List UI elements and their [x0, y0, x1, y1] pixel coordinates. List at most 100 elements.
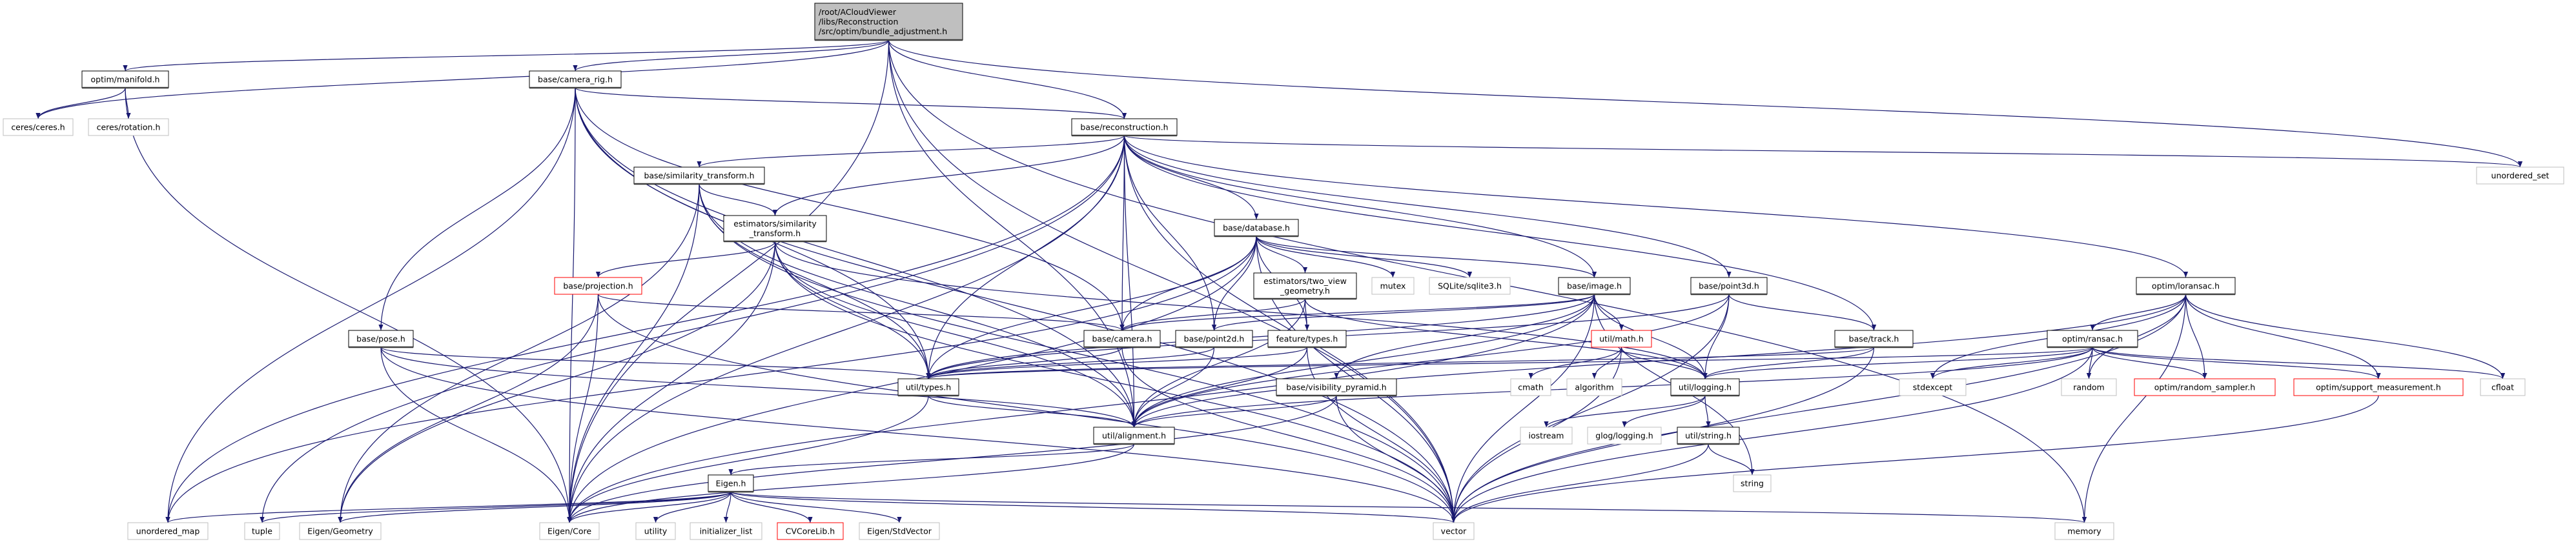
edge-logging-to-iostream: [1544, 395, 1706, 428]
node-eigen_h[interactable]: Eigen.h: [708, 474, 754, 493]
edge-sim_transform-to-eigen_geometry: [338, 183, 700, 523]
edge-root-to-vector: [888, 39, 1457, 523]
node-label: Eigen/Geometry: [307, 527, 373, 536]
node-box: [1371, 277, 1415, 295]
edge-eigen_h-to-eigen_core: [567, 491, 731, 523]
edge-ransac-to-logging: [1702, 347, 2093, 379]
edge-image-to-point2d: [1212, 294, 1595, 331]
node-random_sampler[interactable]: optim/random_sampler.h: [2134, 378, 2276, 396]
node-eigen_core: Eigen/Core: [539, 522, 600, 540]
node-label: /src/optim/bundle_adjustment.h: [819, 26, 947, 36]
node-database[interactable]: base/database.h: [1214, 219, 1299, 237]
node-est_sim[interactable]: estimators/similarity_transform.h: [723, 215, 827, 243]
node-pose[interactable]: base/pose.h: [348, 330, 414, 348]
edge-projection-to-eigen_geometry: [338, 294, 599, 523]
node-sim_transform[interactable]: base/similarity_transform.h: [633, 166, 765, 185]
node-box: [1899, 378, 1967, 396]
node-alignment[interactable]: util/alignment.h: [1093, 427, 1175, 445]
edge-eigen_h-to-tuple: [260, 491, 731, 523]
node-support_meas[interactable]: optim/support_measurement.h: [2293, 378, 2464, 396]
node-label: Eigen/Core: [547, 527, 591, 536]
edge-feature_types-to-alignment: [1131, 347, 1308, 428]
node-projection[interactable]: base/projection.h: [554, 277, 642, 295]
node-label: glog/logging.h: [1595, 431, 1653, 441]
edge-point3d-to-vector: [1451, 294, 1730, 523]
edge-util_string-to-vector: [1451, 443, 1709, 523]
node-vector: vector: [1433, 522, 1475, 540]
edge-est_sim-to-logging: [774, 241, 1708, 379]
node-rotation: ceres/rotation.h: [88, 118, 169, 136]
node-cvcorelib[interactable]: CVCoreLib.h: [777, 522, 844, 540]
node-point2d[interactable]: base/point2d.h: [1175, 330, 1253, 348]
edge-reconstruction-to-tuple: [260, 135, 1125, 523]
edge-eigen_h-to-cvcorelib: [730, 491, 813, 523]
node-loransac[interactable]: optim/loransac.h: [2136, 277, 2236, 296]
node-label: util/types.h: [906, 383, 951, 392]
node-util_string[interactable]: util/string.h: [1677, 427, 1740, 445]
edge-vis_pyramid-to-vector: [1336, 395, 1457, 523]
edge-feature_types-to-vector: [1306, 347, 1457, 523]
node-memory: memory: [2054, 522, 2114, 540]
node-cfloat: cfloat: [2480, 378, 2526, 396]
edge-ransac-to-vector: [1451, 347, 2093, 523]
node-camera_rig[interactable]: base/camera_rig.h: [529, 70, 622, 89]
node-reconstruction[interactable]: base/reconstruction.h: [1071, 118, 1178, 137]
node-feature_types[interactable]: feature/types.h: [1267, 330, 1347, 348]
node-root[interactable]: /root/ACloudViewer/libs/Reconstruction/s…: [814, 3, 963, 41]
edge-point3d-to-alignment: [1131, 294, 1730, 428]
node-camera[interactable]: base/camera.h: [1083, 330, 1161, 348]
node-box: [348, 330, 414, 348]
node-label: base/track.h: [1849, 334, 1899, 344]
edge-point3d-to-logging: [1702, 294, 1730, 379]
node-glog: glog/logging.h: [1587, 427, 1662, 445]
node-point3d[interactable]: base/point3d.h: [1690, 277, 1768, 296]
edge-sim_transform-to-eigen_core: [567, 183, 700, 523]
node-label: base/image.h: [1567, 281, 1622, 291]
node-string: string: [1733, 474, 1772, 492]
edge-est_sim-to-eigen_core: [567, 241, 776, 523]
node-logging[interactable]: util/logging.h: [1670, 378, 1740, 397]
node-box: [1520, 427, 1573, 445]
node-box: [539, 522, 600, 540]
edge-image-to-types: [926, 294, 1595, 379]
node-label: memory: [2067, 527, 2101, 536]
node-label: base/camera_rig.h: [538, 75, 613, 85]
node-unordered_map: unordered_map: [127, 522, 209, 540]
node-vis_pyramid[interactable]: base/visibility_pyramid.h: [1276, 378, 1397, 397]
edge-logging-to-glog: [1622, 395, 1706, 428]
node-box: [1733, 474, 1772, 492]
node-track[interactable]: base/track.h: [1834, 330, 1914, 348]
edge-pose-to-types: [380, 347, 931, 379]
edge-math-to-cmath: [1528, 347, 1622, 379]
edge-feature_types-to-types: [926, 347, 1308, 379]
edge-loransac-to-memory: [2081, 294, 2187, 523]
edge-camera-to-types: [926, 347, 1123, 379]
node-two_view[interactable]: estimators/two_view_geometry.h: [1253, 272, 1357, 300]
edge-projection-to-eigen_core: [567, 294, 599, 523]
edge-root-to-manifold: [123, 39, 890, 72]
node-algorithm: algorithm: [1566, 378, 1622, 396]
edge-eigen_h-to-eigen_stdvector: [730, 491, 902, 523]
edge-math-to-logging: [1620, 347, 1708, 379]
node-box: [633, 166, 765, 185]
node-manifold[interactable]: optim/manifold.h: [81, 70, 169, 89]
edge-image-to-math: [1593, 294, 1624, 331]
node-eigen_stdvector: Eigen/StdVector: [859, 522, 940, 540]
node-ransac[interactable]: optim/ransac.h: [2047, 330, 2138, 348]
node-math[interactable]: util/math.h: [1591, 330, 1652, 348]
edge-ransac-to-types: [926, 347, 2093, 379]
edge-root-to-alignment: [888, 39, 1137, 428]
node-box: [2480, 378, 2526, 396]
node-types[interactable]: util/types.h: [897, 378, 959, 397]
node-box: [777, 522, 844, 540]
edge-image-to-vis_pyramid: [1334, 294, 1595, 379]
edge-reconstruction-to-alignment: [1123, 135, 1137, 428]
node-image[interactable]: base/image.h: [1558, 277, 1631, 296]
node-box: [244, 522, 280, 540]
edge-pose-to-vector: [380, 347, 1456, 523]
edge-reconstruction-to-loransac: [1123, 135, 2188, 278]
node-eigen_geometry: Eigen/Geometry: [299, 522, 382, 540]
node-label: algorithm: [1575, 383, 1613, 392]
node-label: base/pose.h: [356, 334, 405, 344]
